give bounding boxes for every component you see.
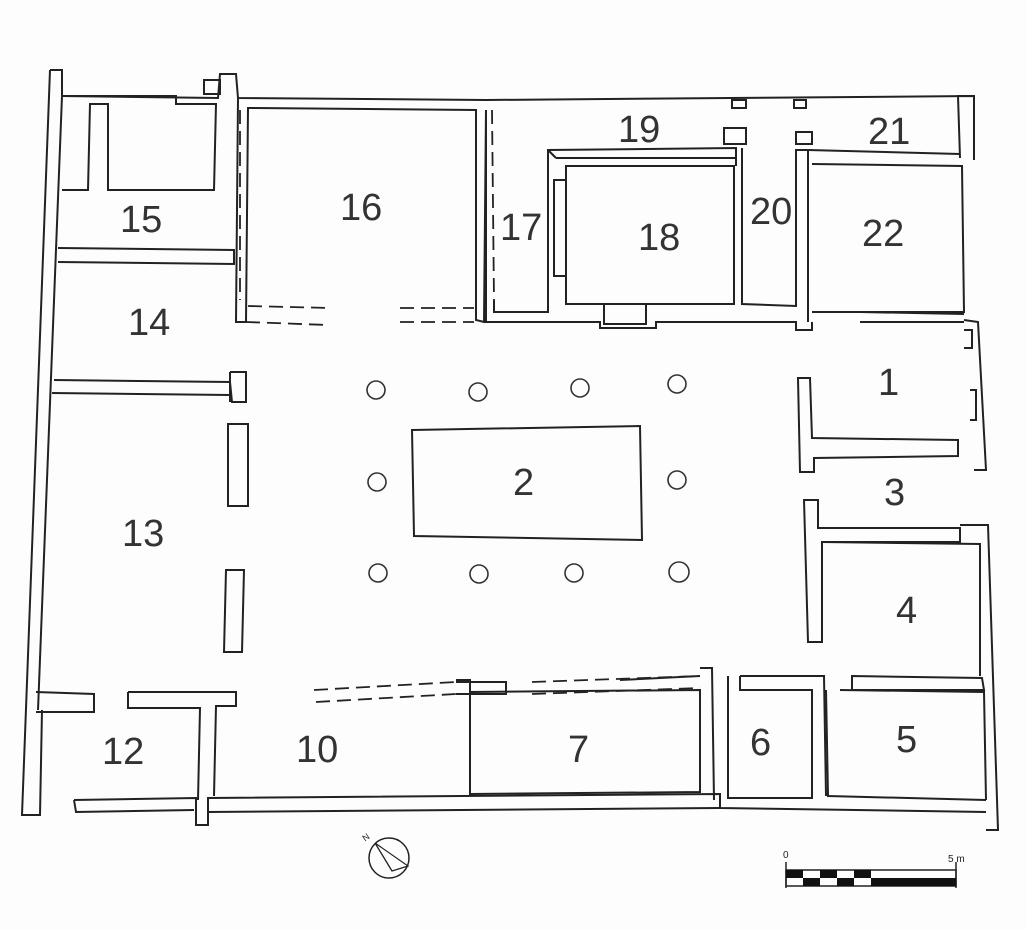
column	[667, 374, 687, 394]
rooms-southwest	[35, 423, 507, 801]
room-label-6: 6	[750, 722, 771, 764]
room-label-2: 2	[513, 462, 534, 504]
room-label-21: 21	[868, 111, 910, 153]
room-label-18: 18	[638, 217, 680, 259]
room-label-3: 3	[884, 472, 905, 514]
outer-walls	[20, 69, 1000, 831]
rooms-south	[456, 667, 827, 801]
rooms-north	[485, 109, 966, 331]
room-label-5: 5	[896, 719, 917, 761]
column	[368, 563, 388, 583]
room-16-walls	[234, 97, 487, 326]
scale-end-label: 5 m	[948, 854, 965, 865]
column	[570, 378, 590, 398]
room-label-10: 10	[296, 729, 338, 771]
rooms-west-upper	[51, 95, 247, 403]
room-label-20: 20	[750, 191, 792, 233]
scale-bar: 0 5 m	[783, 850, 965, 888]
north-arrow-icon: N	[360, 831, 410, 879]
column	[667, 470, 687, 490]
room-label-15: 15	[120, 199, 162, 241]
room-label-4: 4	[896, 590, 917, 632]
room-label-17: 17	[500, 207, 542, 249]
room-label-1: 1	[878, 362, 899, 404]
room-labels: 1 2 3 4 5 6 7 10 12 13 14 15 16 17 18 19…	[102, 109, 917, 773]
room-label-13: 13	[122, 513, 164, 555]
room-label-14: 14	[128, 302, 170, 344]
north-label: N	[360, 831, 371, 843]
rooms-east	[796, 329, 977, 643]
masonry-details	[203, 79, 813, 325]
room-label-7: 7	[568, 729, 589, 771]
impluvium	[410, 424, 644, 542]
column	[469, 564, 489, 584]
room-label-16: 16	[340, 187, 382, 229]
room-label-12: 12	[102, 731, 144, 773]
column	[367, 472, 387, 492]
scale-start-label: 0	[783, 850, 789, 861]
column	[366, 380, 386, 400]
column	[468, 382, 488, 402]
room-label-22: 22	[862, 213, 904, 255]
rooms-southeast	[821, 541, 987, 801]
column	[668, 561, 690, 583]
room-label-19: 19	[618, 109, 660, 151]
peristyle-columns	[366, 374, 690, 584]
column	[564, 563, 584, 583]
